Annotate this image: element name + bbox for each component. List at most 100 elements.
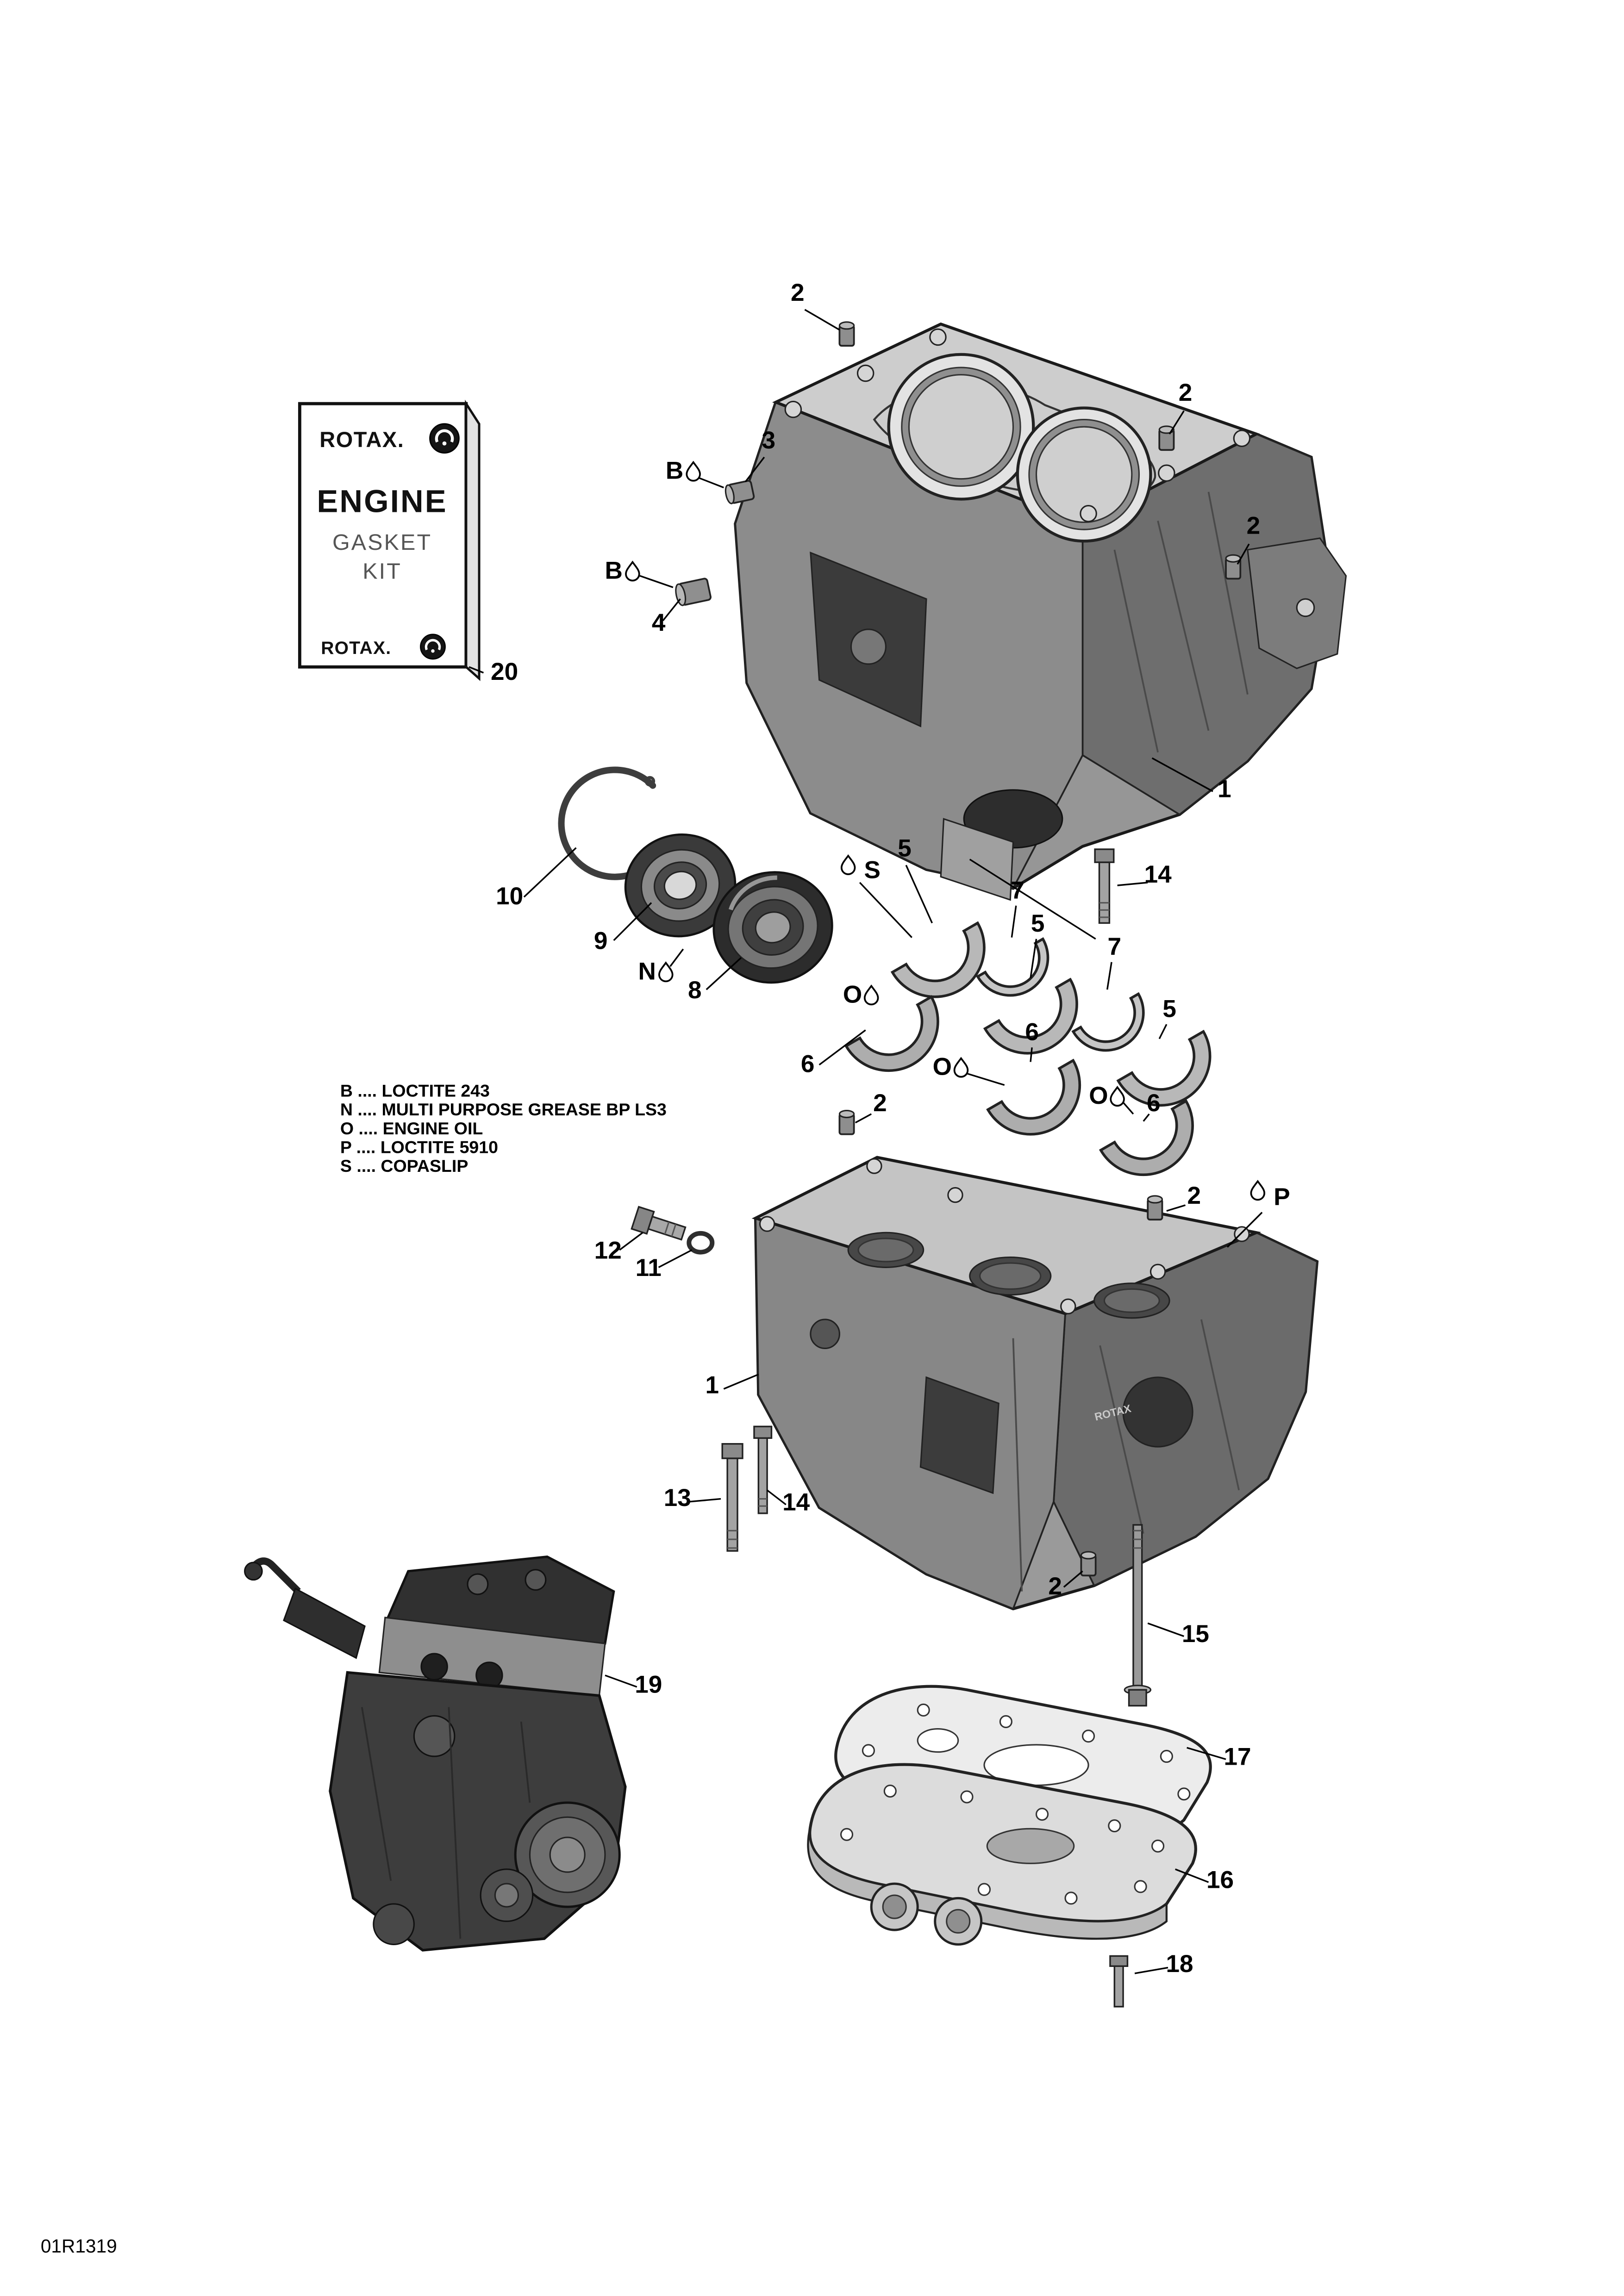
block-right-face (1081, 433, 1331, 816)
stud-hole (1080, 504, 1097, 523)
callout-18: 18 (1166, 1950, 1193, 1978)
callout-2-right-upper: 2 (1179, 379, 1193, 406)
legend: B .... LOCTITE 243 N .... MULTI PURPOSE … (340, 1081, 667, 1176)
stud-hole (1233, 429, 1251, 447)
callout-7a: 7 (1011, 877, 1024, 904)
crankcase-lower: ROTAX (751, 1156, 1319, 1611)
kit-subtitle-2: KIT (362, 559, 402, 584)
marker-b-lower: B (605, 557, 623, 584)
block-ribs (1113, 492, 1249, 753)
crankcase-ribs (1012, 1319, 1240, 1592)
legend-line-s: S .... COPASLIP (340, 1156, 468, 1176)
lubricant-drop-icon (863, 985, 879, 1006)
stud-hole (784, 400, 802, 418)
stud-hole (947, 1187, 963, 1203)
plug-3 (725, 480, 755, 504)
engine-rib-lines (361, 1707, 531, 1939)
crankcase-window (919, 1376, 999, 1494)
marker-s: S (864, 856, 881, 884)
crankcase-top-face (751, 1156, 1262, 1315)
callout-2-lower-right: 2 (1187, 1182, 1201, 1209)
engine-intake-tube (283, 1587, 366, 1659)
callout-20-gasket-kit: 20 (491, 658, 518, 685)
lubricant-drop-icon (840, 855, 856, 875)
callout-17: 17 (1224, 1743, 1251, 1771)
callout-labels: 2 2 3 B 2 B 4 1 10 9 N 8 S 5 7 5 7 14 O … (496, 279, 1290, 1978)
stud-hole (1060, 1298, 1076, 1314)
callout-1-upper: 1 (1218, 775, 1231, 803)
stud-hole (856, 364, 874, 382)
marker-p: P (1274, 1183, 1290, 1211)
crankcase-recess (1122, 1376, 1193, 1448)
ball-bearing (712, 871, 833, 984)
lubricant-drop-icon (953, 1057, 969, 1078)
oil-pan (807, 1763, 1197, 1946)
leader-lines (523, 309, 1263, 1974)
marker-o-b: O (933, 1053, 952, 1081)
bearing-shells (846, 923, 1228, 1193)
doc-number: 01R1319 (41, 2235, 117, 2257)
rotax-logo-icon (430, 424, 459, 453)
lubricant-drop-icon (686, 461, 701, 482)
marker-o-c: O (1089, 1082, 1108, 1109)
callout-13: 13 (664, 1484, 691, 1512)
intake-port (420, 1653, 448, 1680)
thrust-washer-7a (978, 939, 1062, 1009)
cylinder-block-upper (734, 322, 1347, 940)
assembly-alignment-line (969, 859, 1096, 940)
callout-6a: 6 (801, 1050, 815, 1077)
kit-title: ENGINE (317, 484, 447, 519)
callout-6c: 6 (1147, 1089, 1161, 1117)
callout-7b: 7 (1108, 933, 1122, 960)
oil-pan-wall (807, 1825, 1168, 1940)
thrust-washer-7b (1073, 994, 1157, 1064)
bolt-13 (721, 1443, 743, 1552)
stud-hole (1158, 464, 1175, 482)
stud-hole (1149, 1263, 1166, 1280)
lubricant-drop-icon (625, 561, 640, 582)
bolt-2-lower-right (1147, 1195, 1163, 1221)
bolt-2-bottom (1080, 1551, 1097, 1577)
callout-2-mid: 2 (873, 1089, 887, 1117)
bolt-18 (1109, 1955, 1129, 2008)
callout-5a: 5 (898, 835, 912, 862)
engine-assembly (244, 1556, 627, 1952)
kit-brand-bottom: ROTAX. (321, 638, 391, 658)
bolt-15 (1124, 1524, 1152, 1707)
bolt-14-upper (1094, 848, 1115, 924)
callout-8: 8 (688, 977, 702, 1004)
callout-2-right-lower: 2 (1247, 512, 1261, 540)
callout-3: 3 (762, 427, 775, 454)
rotax-logo-icon (420, 635, 445, 659)
stud-hole (759, 1216, 775, 1232)
stud-hole (929, 328, 947, 346)
callout-19: 19 (635, 1671, 662, 1698)
callout-2-top: 2 (791, 279, 805, 306)
callout-10: 10 (496, 883, 523, 910)
banjo-bolt-12 (631, 1206, 687, 1241)
oil-seal (624, 833, 737, 938)
callout-1-lower: 1 (706, 1371, 719, 1399)
callout-5b: 5 (1031, 910, 1045, 937)
seal-and-bearing-group (558, 766, 833, 984)
callout-12: 12 (594, 1237, 622, 1264)
stud-hole (1234, 1226, 1250, 1242)
fasteners (631, 321, 1242, 2008)
legend-line-p: P .... LOCTITE 5910 (340, 1137, 498, 1157)
callout-9: 9 (594, 927, 608, 955)
marker-o-a: O (843, 981, 862, 1008)
callout-6b: 6 (1025, 1019, 1039, 1046)
water-pump-boss (413, 1715, 456, 1757)
kit-callout-leader (468, 666, 484, 674)
marker-b-upper: B (666, 457, 683, 485)
bolt-14-lower (753, 1425, 773, 1514)
bolt-2-right-lower (1225, 554, 1242, 580)
legend-line-o: O .... ENGINE OIL (340, 1119, 483, 1138)
kit-brand-top: ROTAX. (319, 428, 404, 452)
washer-11 (687, 1231, 715, 1255)
bolt-2-top (838, 321, 855, 347)
engine-mount-lug (1247, 537, 1347, 669)
kit-subtitle-1: GASKET (332, 530, 432, 555)
lubricant-drop-icon (1250, 1180, 1266, 1201)
